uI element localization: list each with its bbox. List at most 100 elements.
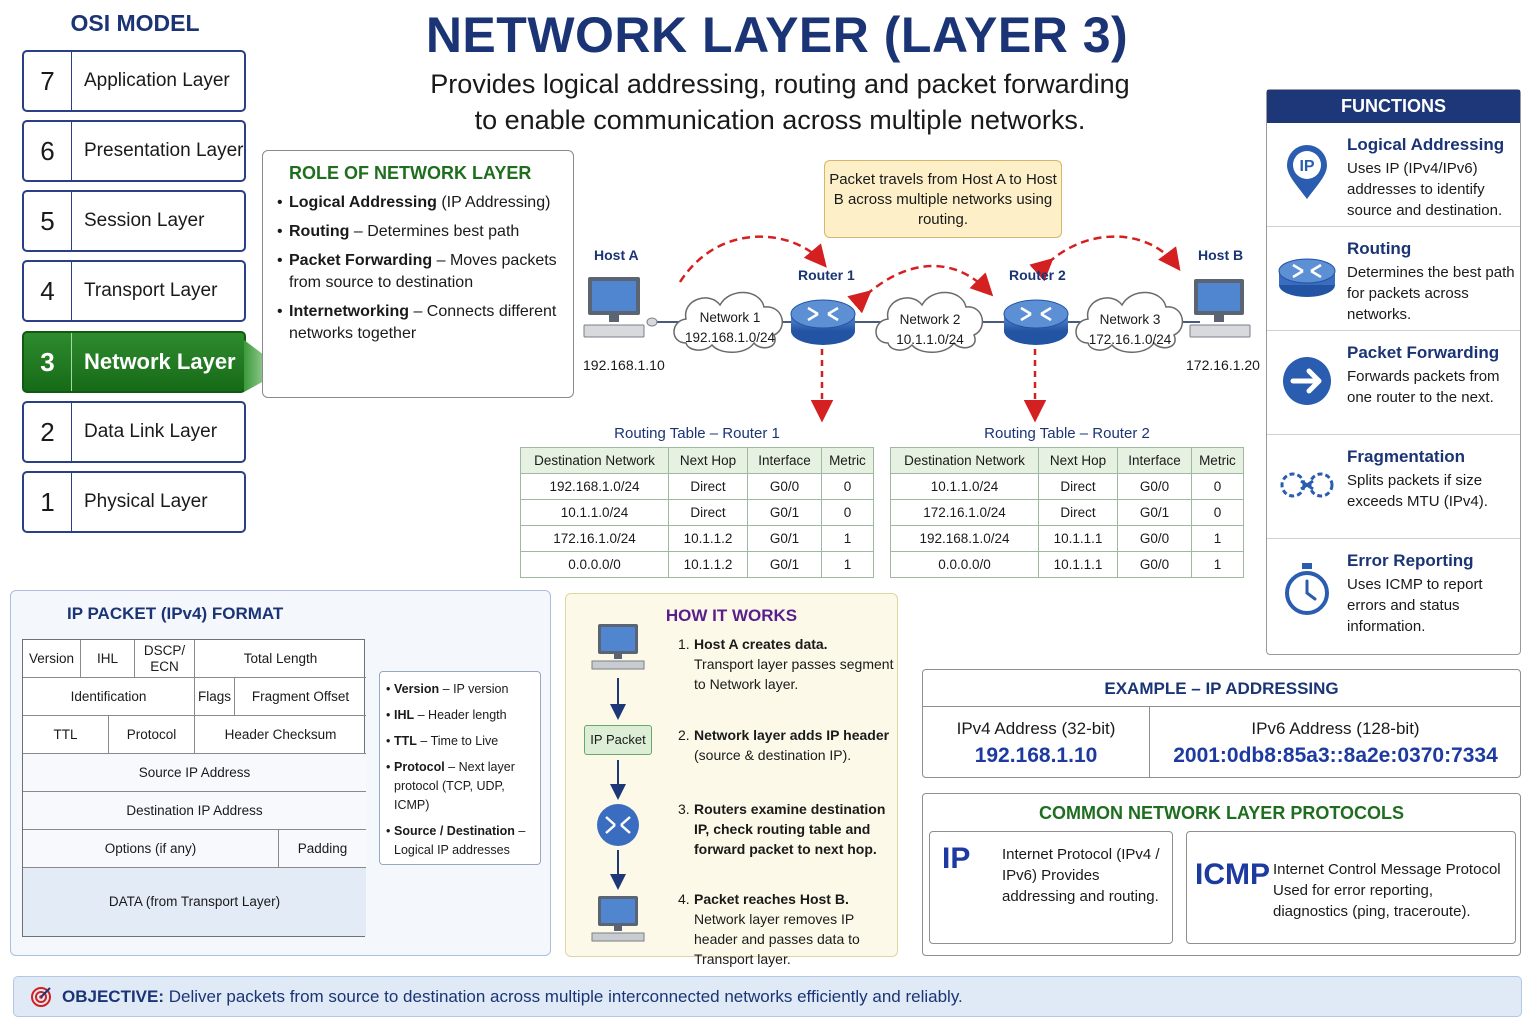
role-item-desc: (IP Addressing) (436, 194, 551, 211)
subtitle-line-2: to enable communication across multiple … (474, 105, 1086, 135)
field-destination-ip: Destination IP Address (23, 792, 366, 830)
field-identification: Identification (23, 678, 195, 716)
field-flags: Flags (195, 678, 235, 716)
function-item-fragmentation: Fragmentation Splits packets if size exc… (1267, 435, 1520, 539)
ip-pin-icon: IP (1287, 145, 1327, 199)
function-item-packet-forwarding: Packet Forwarding Forwards packets from … (1267, 331, 1520, 435)
osi-layer-4: 4 Transport Layer (22, 260, 246, 322)
svg-text:IP: IP (1299, 158, 1314, 175)
step-text: Network layer removes IP header and pass… (694, 911, 860, 967)
table-cell: G0/1 (747, 551, 822, 578)
osi-layer-1: 1 Physical Layer (22, 471, 246, 533)
protocols-title: COMMON NETWORK LAYER PROTOCOLS (1038, 803, 1404, 823)
ip-field-legend: Version – IP version IHL – Header length… (379, 671, 541, 865)
osi-layer-2: 2 Data Link Layer (22, 401, 246, 463)
function-desc: Uses IP (IPv4/IPv6) addresses to identif… (1347, 160, 1503, 219)
network-3-cloud-icon (1075, 291, 1184, 353)
router-2-icon (1003, 299, 1069, 345)
table-cell: 1 (1190, 551, 1245, 578)
legend-item: Source / Destination – Logical IP addres… (386, 822, 534, 860)
legend-term: Source / Destination (394, 824, 515, 838)
table-cell: 192.168.1.0/24 (890, 525, 1039, 552)
host-b-label: Host B (1198, 247, 1244, 263)
legend-term: Protocol (394, 760, 445, 774)
functions-header: FUNCTIONS (1267, 90, 1520, 123)
network-1-label: Network 1 192.168.1.0/24 (680, 308, 780, 348)
router-1-icon (790, 299, 856, 345)
target-icon (31, 986, 51, 1007)
table-cell: 10.1.1.1 (1037, 525, 1119, 552)
table-cell: 192.168.1.0/24 (520, 473, 669, 500)
host-a-computer-icon (583, 277, 658, 338)
protocol-abbr: ICMP (1195, 858, 1270, 891)
how-it-works-panel: HOW IT WORKS IP Packet 1. Host A creates… (565, 593, 898, 967)
field-fragment-offset: Fragment Offset (235, 678, 366, 716)
packet-travel-note: Packet travels from Host A to Host B acr… (824, 160, 1062, 238)
step-number: 1. (678, 636, 690, 652)
host-a-ip: 192.168.1.10 (583, 357, 665, 373)
table-cell: 1 (820, 525, 875, 552)
how-step-2: 2. Network layer adds IP header(source &… (678, 725, 898, 765)
function-item-error-reporting: Error Reporting Uses ICMP to report erro… (1267, 539, 1520, 643)
how-step-1: 1. Host A creates data. Transport layer p… (678, 634, 898, 694)
column-header: Interface (747, 447, 822, 474)
role-item-desc: – Connects different networks together (289, 303, 557, 342)
routing-table-router-2: Destination Network Next Hop Interface M… (890, 447, 1245, 578)
osi-layer-label: Data Link Layer (84, 421, 218, 442)
ipv4-value: 192.168.1.10 (974, 744, 1098, 767)
column-header: Interface (1117, 447, 1192, 474)
table-cell: 1 (1190, 525, 1245, 552)
legend-item: Protocol – Next layer protocol (TCP, UDP… (386, 758, 534, 815)
protocol-desc: Internet Control Message Protocol Used f… (1273, 861, 1501, 920)
osi-layer-label: Presentation Layer (84, 140, 244, 161)
role-item: Routing – Determines best path (277, 221, 559, 243)
role-item-term: Packet Forwarding (289, 252, 433, 269)
osi-layer-number: 5 (24, 192, 72, 250)
common-protocols-panel: COMMON NETWORK LAYER PROTOCOLS IP Intern… (922, 793, 1521, 956)
source-computer-icon (591, 624, 645, 670)
network-cidr: 10.1.1.0/24 (896, 332, 964, 347)
table-cell: Direct (1037, 473, 1119, 500)
table-cell: G0/1 (1117, 499, 1192, 526)
destination-computer-icon (591, 896, 645, 942)
step-heading: Host A creates data. (694, 636, 828, 652)
role-item-term: Routing (289, 223, 350, 240)
step-text: Transport layer passes segment to Networ… (694, 656, 894, 692)
network-2-cloud-icon (875, 291, 984, 353)
legend-desc: – Next layer protocol (TCP, UDP, ICMP) (394, 760, 515, 812)
network-topology-diagram (583, 235, 1251, 423)
table-cell: G0/0 (747, 473, 822, 500)
legend-term: TTL (394, 734, 417, 748)
network-cidr: 192.168.1.0/24 (684, 330, 776, 345)
legend-desc: – Header length (414, 708, 507, 722)
table-cell: Direct (1037, 499, 1119, 526)
divider (1149, 706, 1150, 778)
packet-path-arrow-2 (847, 264, 994, 314)
router-icon (1278, 258, 1336, 297)
network-name: Network 2 (899, 312, 961, 327)
column-header: Next Hop (1037, 447, 1119, 474)
table-cell: 0.0.0.0/0 (520, 551, 669, 578)
function-title: Error Reporting (1347, 551, 1474, 570)
network-3-label: Network 3 172.16.1.0/24 (1080, 310, 1180, 350)
ip-addressing-example-panel: EXAMPLE – IP ADDRESSING IPv4 Address (32… (922, 669, 1521, 778)
step-number: 2. (678, 727, 690, 743)
ip-packet-badge: IP Packet (584, 725, 652, 755)
osi-layer-label: Application Layer (84, 70, 230, 91)
step-number: 3. (678, 801, 690, 817)
function-item-logical-addressing: IP Logical Addressing Uses IP (IPv4/IPv6… (1267, 123, 1520, 227)
table-cell: 10.1.1.2 (667, 525, 749, 552)
table-cell: 0 (1190, 473, 1245, 500)
field-dscp-ecn: DSCP/ ECN (135, 640, 195, 678)
role-item: Internetworking – Connects different net… (277, 301, 559, 345)
table-cell: Direct (667, 473, 749, 500)
table-cell: 0.0.0.0/0 (890, 551, 1039, 578)
legend-item: TTL – Time to Live (386, 732, 534, 751)
osi-layer-number: 4 (24, 262, 72, 320)
osi-layer-5: 5 Session Layer (22, 190, 246, 252)
osi-layer-number: 6 (24, 122, 72, 180)
table-cell: G0/0 (1117, 525, 1192, 552)
objective-text: OBJECTIVE: Deliver packets from source t… (62, 987, 963, 1007)
ipv6-label: IPv6 Address (128-bit) (1251, 719, 1420, 738)
